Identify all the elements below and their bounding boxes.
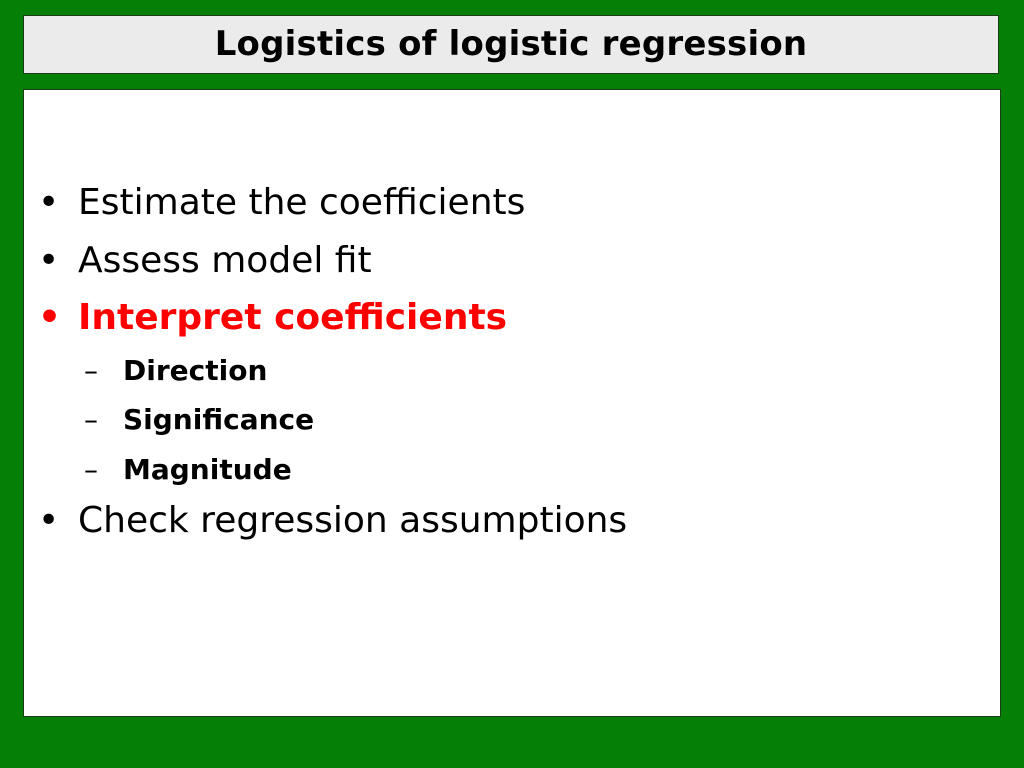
bullet-marker: • — [38, 297, 62, 338]
bullet-text: Estimate the coefficients — [78, 182, 526, 223]
sub-bullet-text: Magnitude — [123, 453, 292, 486]
bullet-text: Interpret coefficients — [78, 297, 508, 338]
bullet-marker: • — [38, 500, 60, 541]
bullet-marker: • — [38, 182, 60, 223]
sub-bullet-marker: – — [84, 453, 98, 486]
slide-title-bar: Logistics of logistic regression — [23, 15, 999, 74]
slide-content-panel: • Estimate the coefficients • Assess mod… — [23, 89, 1001, 717]
bullet-marker: • — [38, 240, 60, 281]
sub-bullet-marker: – — [84, 403, 98, 436]
sub-bullet-text: Significance — [123, 403, 315, 436]
sub-bullet-text: Direction — [123, 354, 268, 387]
bullet-text: Assess model fit — [78, 240, 372, 281]
slide-title: Logistics of logistic regression — [214, 23, 808, 64]
bullet-text: Check regression assumptions — [78, 500, 628, 541]
sub-bullet-marker: – — [84, 354, 98, 387]
